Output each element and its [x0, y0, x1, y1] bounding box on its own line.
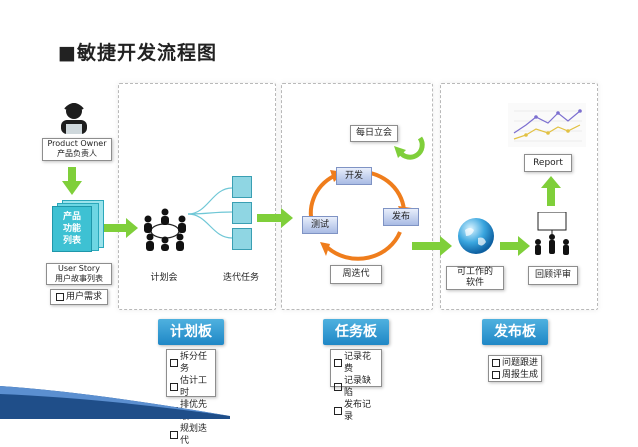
report-box: Report: [524, 154, 572, 172]
review-presentation-icon: [535, 212, 569, 255]
decorative-swoosh: [0, 386, 230, 419]
checkbox-icon: [492, 371, 500, 379]
working-software-line2: 软件: [465, 278, 484, 288]
checkbox-icon: [334, 359, 342, 367]
release-board-header: 发布板: [482, 319, 548, 345]
board-item: 记录花费: [334, 351, 378, 375]
board-item-text: 发布记录: [344, 400, 372, 422]
product-owner-label: Product Owner 产品负责人: [42, 138, 112, 161]
release-panel: [440, 83, 598, 310]
product-owner-icon: [61, 103, 87, 134]
report-chart-icon: [508, 103, 586, 147]
meeting-icon: [144, 208, 186, 251]
user-requirement-text: 用户需求: [65, 292, 102, 302]
board-item: 估计工时: [170, 375, 212, 399]
board-item: 周报生成: [492, 369, 538, 381]
board-item: 拆分任务: [170, 351, 212, 375]
globe-icon: [458, 218, 494, 254]
working-software-line1: 可工作的: [456, 267, 493, 277]
board-item-text: 拆分任务: [180, 352, 208, 374]
board-item: 规划迭代: [170, 423, 212, 447]
refresh-cycle-icon: [394, 136, 425, 160]
board-item: 发布记录: [334, 399, 378, 423]
planning-meeting-label: 计划会: [150, 273, 178, 283]
product-backlog-stack: 产品 功能 列表: [52, 200, 104, 252]
planning-board-list: 拆分任务 估计工时 排优先级 规划迭代: [166, 349, 216, 446]
weekly-iteration-label: 周迭代: [330, 265, 382, 284]
user-requirement-label: 用户需求: [50, 289, 108, 305]
daily-standup-box: 每日立会: [350, 125, 398, 142]
working-software-label: 可工作的 软件: [446, 266, 504, 290]
task-board-list: 记录花费 记录缺陷 发布记录: [330, 349, 382, 422]
right-arrow-icon: [412, 236, 452, 256]
checkbox-icon: [492, 359, 500, 367]
board-item: 问题跟进: [492, 357, 538, 369]
checkbox-icon: [170, 431, 178, 439]
user-story-label: User Story 用户故事列表: [46, 263, 112, 285]
checkbox-icon: [55, 293, 64, 301]
right-arrow-icon: [500, 236, 530, 256]
checkbox-icon: [334, 383, 342, 391]
board-item-text: 记录花费: [344, 352, 372, 374]
task-doc-icon: [232, 202, 252, 224]
checkbox-icon: [334, 407, 342, 415]
test-step: 测试: [302, 216, 338, 234]
task-doc-icon: [232, 176, 252, 198]
page-title: ■敏捷开发流程图: [58, 42, 217, 64]
backlog-text-2: 功能: [62, 224, 81, 234]
board-item-text: 问题跟进: [502, 358, 539, 368]
board-item-text: 记录缺陷: [344, 376, 372, 398]
board-item-text: 估计工时: [180, 376, 208, 398]
user-story-cn: 用户故事列表: [55, 274, 103, 283]
board-item-text: 规划迭代: [180, 424, 208, 446]
sprint-panel: [281, 83, 433, 310]
right-arrow-icon: [257, 208, 293, 228]
down-arrow-icon: [62, 167, 82, 195]
task-split-lines: [188, 187, 233, 239]
product-owner-en: Product Owner: [47, 139, 107, 148]
backlog-text-1: 产品: [62, 212, 81, 222]
board-item: 记录缺陷: [334, 375, 378, 399]
release-step: 发布: [383, 208, 419, 226]
planning-board-header: 计划板: [158, 319, 224, 345]
checkbox-icon: [170, 359, 178, 367]
product-owner-cn: 产品负责人: [57, 149, 97, 158]
right-arrow-icon: [104, 218, 138, 238]
iteration-tasks-label: 迭代任务: [222, 273, 259, 283]
checkbox-icon: [170, 383, 178, 391]
develop-step: 开发: [336, 167, 372, 185]
planning-panel: [118, 83, 276, 310]
up-arrow-icon: [541, 176, 561, 206]
release-board-list: 问题跟进 周报生成: [488, 355, 542, 382]
user-story-en: User Story: [58, 264, 100, 273]
board-item-text: 周报生成: [502, 370, 539, 380]
retrospective-label: 回顾评审: [528, 266, 578, 285]
task-board-header: 任务板: [323, 319, 389, 345]
backlog-text-3: 列表: [62, 236, 81, 246]
task-doc-icon: [232, 228, 252, 250]
